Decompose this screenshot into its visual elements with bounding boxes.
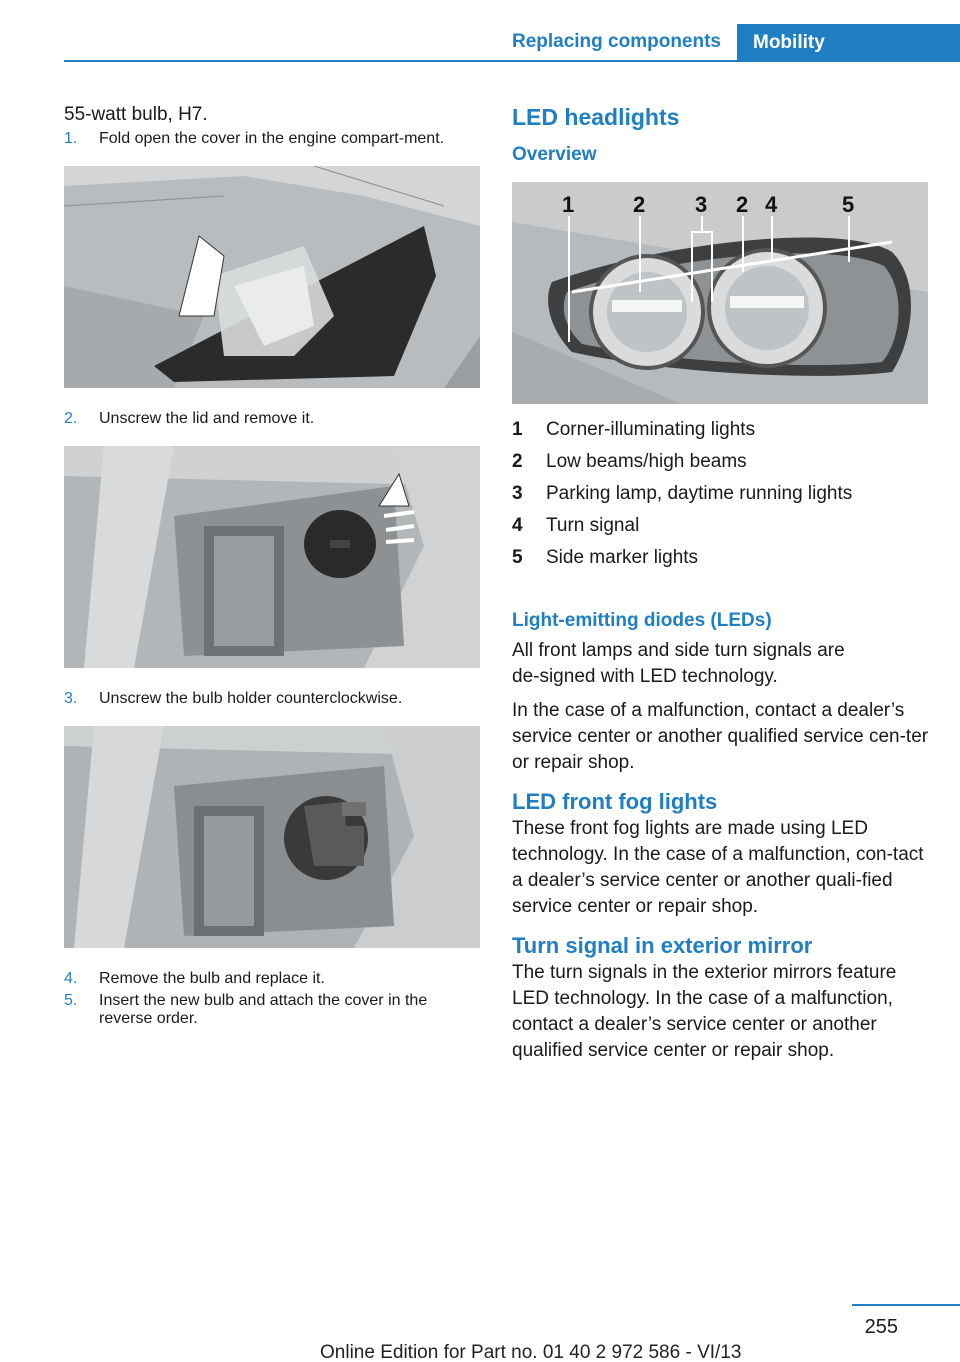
- photo-engine-compartment-cover: [64, 166, 480, 388]
- online-edition-note: Online Edition for Part no. 01 40 2 972 …: [320, 1342, 742, 1362]
- legend-text: Low beams/high beams: [546, 451, 747, 472]
- legend-text: Turn signal: [546, 515, 640, 536]
- right-column: LED headlights Overview: [512, 100, 932, 1064]
- subheading-overview: Overview: [512, 144, 597, 165]
- callout-label: 2: [736, 192, 748, 217]
- step-5: 5. Insert the new bulb and attach the co…: [64, 992, 484, 1028]
- callout-label: 2: [633, 192, 645, 217]
- section-title-mirror-turn-signal: Turn signal in exterior mirror: [512, 933, 813, 958]
- step-2: 2. Unscrew the lid and remove it.: [64, 410, 484, 428]
- legend-item: 5 Side marker lights: [512, 542, 932, 574]
- step-number: 3.: [64, 690, 78, 707]
- legend-item: 2 Low beams/high beams: [512, 446, 932, 478]
- step-text: Remove the bulb and replace it.: [99, 970, 325, 987]
- leds-paragraph-2: In the case of a malfunction, contact a …: [512, 700, 929, 773]
- section-title-led-headlights: LED headlights: [512, 104, 680, 130]
- photo-unscrew-lid: [64, 446, 480, 668]
- left-column: 55‑watt bulb, H7. 1. Fold open the cover…: [64, 100, 484, 1032]
- callout-label: 3: [695, 192, 707, 217]
- header-section-title: Replacing components: [511, 31, 721, 52]
- fog-paragraph: These front fog lights are made using LE…: [512, 818, 924, 917]
- step-number: 2.: [64, 410, 78, 427]
- bulb-spec: 55‑watt bulb, H7.: [64, 104, 208, 125]
- headlight-legend: 1 Corner‑illuminating lights 2 Low beams…: [512, 414, 932, 574]
- step-text: Fold open the cover in the engine compar…: [99, 130, 445, 147]
- callout-label: 4: [765, 192, 778, 217]
- callout-label: 1: [562, 192, 574, 217]
- legend-item: 4 Turn signal: [512, 510, 932, 542]
- step-number: 4.: [64, 970, 78, 987]
- leds-paragraph-1: All front lamps and side turn signals ar…: [512, 640, 845, 687]
- legend-number: 4: [512, 515, 523, 536]
- subheading-leds: Light‑emitting diodes (LEDs): [512, 610, 772, 631]
- step-1: 1. Fold open the cover in the engine com…: [64, 130, 484, 148]
- header-rule: [64, 60, 737, 62]
- legend-text: Parking lamp, daytime running lights: [546, 483, 853, 504]
- step-3: 3. Unscrew the bulb holder counterclockw…: [64, 690, 484, 708]
- photo-bulb-holder: [64, 726, 480, 948]
- callout-label: 5: [842, 192, 854, 217]
- headlight-diagram: 1 2 3 2 4 5: [512, 182, 928, 404]
- legend-text: Side marker lights: [546, 547, 699, 568]
- step-text: Unscrew the bulb holder counterclockwise…: [99, 690, 403, 707]
- legend-text: Corner‑illuminating lights: [546, 419, 756, 440]
- step-number: 1.: [64, 130, 78, 147]
- step-text: Unscrew the lid and remove it.: [99, 410, 315, 427]
- mirror-paragraph: The turn signals in the exterior mirrors…: [512, 962, 897, 1061]
- step-number: 5.: [64, 992, 78, 1009]
- legend-number: 5: [512, 547, 523, 568]
- section-title-fog-lights: LED front fog lights: [512, 789, 718, 814]
- legend-item: 3 Parking lamp, daytime running lights: [512, 478, 932, 510]
- step-text: Insert the new bulb and attach the cover…: [99, 992, 428, 1027]
- footer-rule: [852, 1304, 960, 1306]
- header-chapter-tab: Mobility: [737, 24, 960, 62]
- step-4: 4. Remove the bulb and replace it.: [64, 970, 484, 988]
- legend-number: 3: [512, 483, 523, 504]
- legend-item: 1 Corner‑illuminating lights: [512, 414, 932, 446]
- legend-number: 1: [512, 419, 523, 440]
- legend-number: 2: [512, 451, 523, 472]
- page-number: 255: [864, 1316, 898, 1338]
